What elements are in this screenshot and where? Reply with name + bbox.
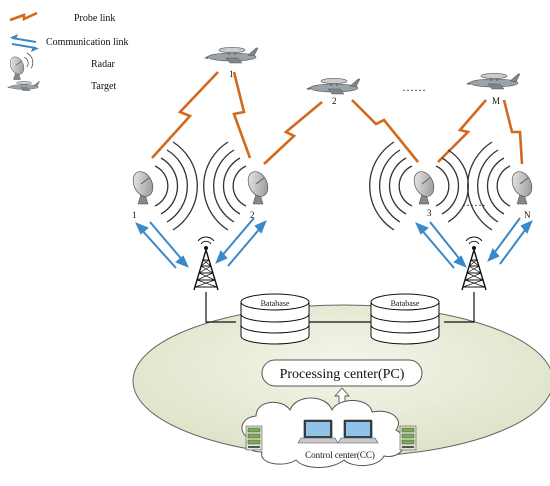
communication-links: [135, 217, 533, 269]
probe-link-target1-radar1: [151, 71, 219, 159]
database-2-label: Batabase: [391, 299, 420, 308]
radar-1-label: 1: [132, 210, 137, 220]
radar-2: [203, 141, 273, 231]
database-1-label: Batabase: [261, 299, 290, 308]
probe-link-target2-radar2: [263, 101, 323, 165]
server-left-icon: [245, 425, 263, 451]
probe-link-target1-radar2: [232, 71, 252, 159]
target-2: [305, 77, 361, 95]
radar-1: [128, 141, 198, 231]
probe-link-targetM-radarN: [502, 99, 524, 165]
laptop-right-icon: [337, 419, 379, 444]
target-m-label: M: [492, 96, 500, 106]
target-m: [465, 72, 521, 90]
tower-2: [461, 236, 487, 291]
communication-link-icon: [10, 34, 39, 52]
probe-link-target2-radar3: [351, 99, 420, 163]
target-2-label: 2: [332, 96, 337, 106]
radar-3-label: 3: [427, 208, 432, 218]
target-1-label: 1: [229, 69, 234, 79]
radar-n: [467, 141, 537, 231]
control-center-label: Control center(CC): [305, 450, 375, 460]
probe-link-icon: [9, 11, 38, 22]
target-1: [203, 46, 259, 64]
radar-2-label: 2: [250, 210, 255, 220]
tower-1: [193, 236, 219, 291]
legend-target-label: Target: [91, 81, 116, 92]
legend-communication-link-label: Communication link: [46, 37, 129, 48]
radar-3: [369, 141, 469, 231]
processing-center-box: [261, 359, 423, 387]
server-right-icon: [399, 425, 417, 451]
legend-radar-label: Radar: [91, 59, 116, 70]
radar-n-label: N: [524, 210, 531, 220]
target-ellipsis: ……: [402, 80, 426, 94]
laptop-left-icon: [297, 419, 339, 444]
radar-icon: [7, 52, 34, 80]
probe-link-targetM-radar3: [437, 99, 487, 163]
legend: Probe link Communication link Radar Targ…: [6, 11, 129, 92]
probe-links: [151, 71, 524, 165]
radar-ellipsis: ……: [462, 195, 486, 209]
target-icon: [6, 80, 40, 91]
legend-probe-link-label: Probe link: [74, 13, 115, 24]
processing-center-label: Processing center(PC): [280, 367, 405, 382]
